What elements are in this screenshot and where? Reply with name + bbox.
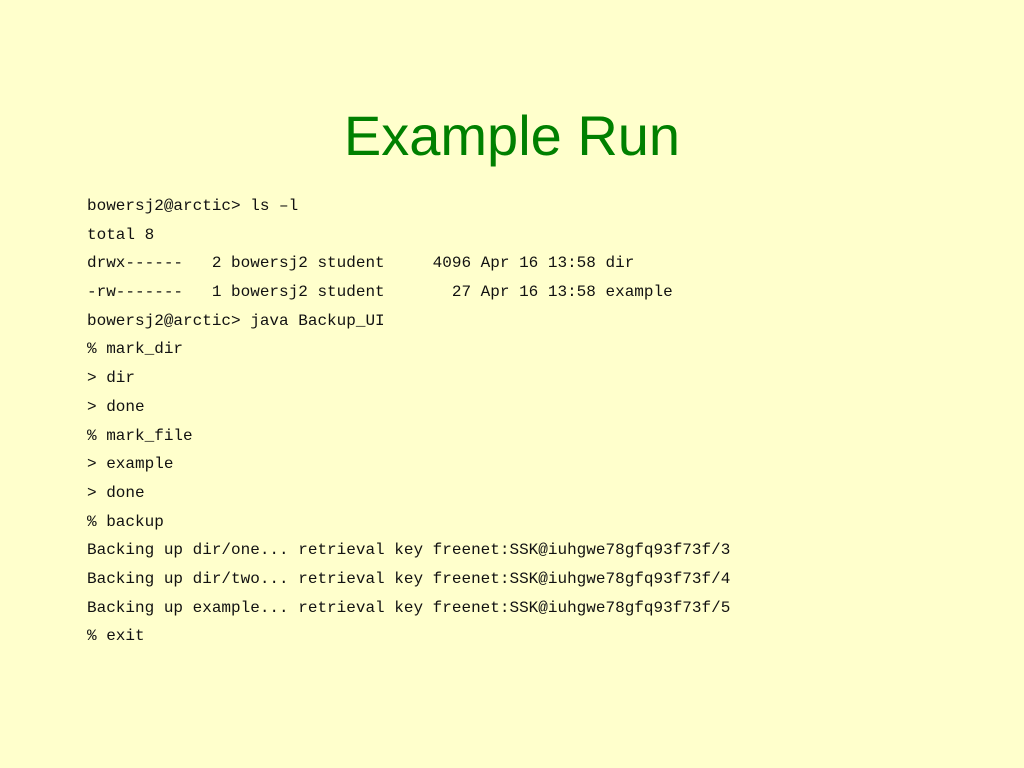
terminal-line: Backing up dir/two... retrieval key free… bbox=[87, 569, 731, 588]
terminal-line: % exit bbox=[87, 627, 145, 646]
terminal-transcript: bowersj2@arctic> ls –l total 8 drwx-----… bbox=[87, 192, 730, 651]
terminal-line: Backing up example... retrieval key free… bbox=[87, 598, 731, 617]
terminal-line: bowersj2@arctic> java Backup_UI bbox=[87, 311, 385, 330]
terminal-line: bowersj2@arctic> ls –l bbox=[87, 197, 299, 215]
terminal-line: % mark_file bbox=[87, 426, 193, 445]
terminal-line: -rw------- 1 bowersj2 student 27 Apr 16 … bbox=[87, 283, 673, 302]
terminal-line: % mark_dir bbox=[87, 340, 184, 359]
terminal-line: % backup bbox=[87, 512, 164, 531]
terminal-line: > done bbox=[87, 483, 145, 502]
terminal-line: > done bbox=[87, 397, 145, 416]
terminal-line: > example bbox=[87, 455, 174, 474]
terminal-line: > dir bbox=[87, 369, 136, 388]
terminal-line: drwx------ 2 bowersj2 student 4096 Apr 1… bbox=[87, 254, 635, 273]
terminal-line: Backing up dir/one... retrieval key free… bbox=[87, 541, 731, 560]
slide-title: Example Run bbox=[343, 104, 681, 167]
terminal-line: total 8 bbox=[87, 225, 155, 244]
